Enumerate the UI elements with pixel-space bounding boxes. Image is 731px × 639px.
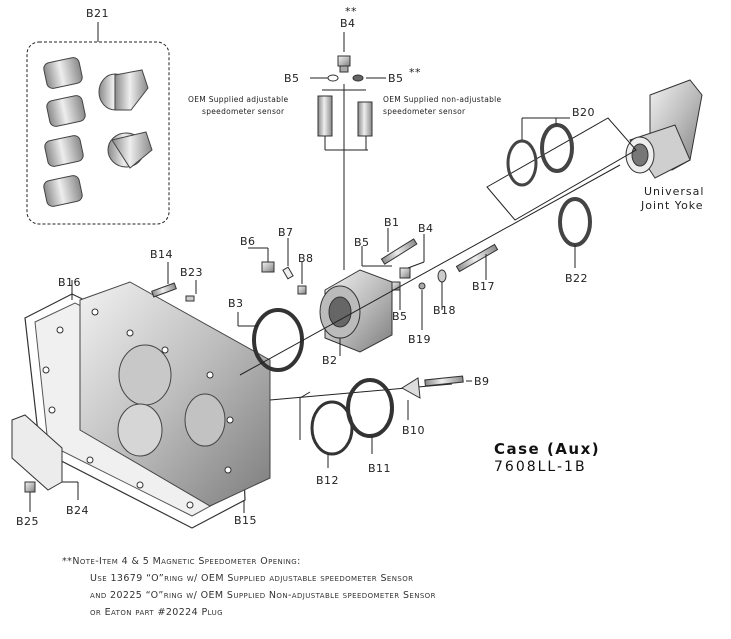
assembly-axis-lines: [239, 164, 621, 440]
part-number: 7608LL-1B: [494, 459, 587, 475]
label-b5-mid: B5: [354, 236, 370, 249]
label-b19: B19: [408, 333, 431, 346]
double-star-b5: **: [409, 66, 421, 79]
label-b21: B21: [86, 7, 109, 20]
label-b10: B10: [402, 424, 425, 437]
gasket-b3: [237, 308, 304, 372]
label-b7: B7: [278, 226, 294, 239]
diagram-title: Case (Aux): [494, 440, 601, 458]
label-b17: B17: [472, 280, 495, 293]
label-b24: B24: [66, 504, 89, 517]
oem-non-adjustable-line1: OEM Supplied non-adjustable: [383, 95, 502, 104]
label-b22: B22: [565, 272, 588, 285]
bearing-group: [486, 117, 637, 268]
label-b25: B25: [16, 515, 39, 528]
note-marker: **: [62, 556, 73, 567]
label-b8: B8: [298, 252, 314, 265]
small-fasteners: [151, 228, 499, 330]
note-line-3: and 20225 “O”ring w/ OEM Supplied Non-ad…: [90, 590, 436, 601]
oem-non-adjustable-line2: speedometer sensor: [383, 107, 466, 116]
universal-joint-line1: Universal: [644, 185, 704, 198]
label-b4-top: B4: [340, 17, 356, 30]
label-b11: B11: [368, 462, 391, 475]
note-line-1: **Note-Item 4 & 5 Magnetic Speedometer O…: [62, 553, 622, 570]
note-heading: Note-Item 4 & 5 Magnetic Speedometer Ope…: [72, 556, 301, 567]
label-b9: B9: [474, 375, 490, 388]
label-b1: B1: [384, 216, 400, 229]
label-b20: B20: [572, 106, 595, 119]
label-b14: B14: [150, 248, 173, 261]
main-case-housing: [24, 280, 271, 529]
label-b18: B18: [433, 304, 456, 317]
rear-gaskets: [310, 375, 472, 468]
part-labels: B21 B4 ** B5 B5 ** OEM Supplied adjustab…: [16, 5, 704, 528]
speedometer-sensor-group: [310, 32, 386, 270]
label-b5-left: B5: [284, 72, 300, 85]
diagram-title-block: Case (Aux) 7608LL-1B: [494, 440, 600, 475]
label-b4: B4: [418, 222, 434, 235]
cover-plate-and-plug: [11, 414, 79, 512]
note-line-4: or Eaton part #20224 Plug: [90, 607, 223, 618]
label-b5-right: B5: [388, 72, 404, 85]
label-b15: B15: [234, 514, 257, 527]
speedometer-note: **Note-Item 4 & 5 Magnetic Speedometer O…: [62, 553, 622, 621]
universal-joint-yoke: [625, 79, 703, 179]
label-b6: B6: [240, 235, 256, 248]
label-b16: B16: [58, 276, 81, 289]
label-b3: B3: [228, 297, 244, 310]
double-star-b4: **: [345, 5, 357, 18]
universal-joint-line2: Joint Yoke: [640, 199, 704, 212]
center-housing: [319, 269, 393, 356]
oem-adjustable-line2: speedometer sensor: [202, 107, 285, 116]
note-line-2: Use 13679 “O”ring w/ OEM Supplied adjust…: [90, 573, 414, 584]
bushing-kit-group: [26, 22, 170, 225]
oem-adjustable-line1: OEM Supplied adjustable: [188, 95, 289, 104]
label-b12: B12: [316, 474, 339, 487]
label-b23: B23: [180, 266, 203, 279]
label-b2: B2: [322, 354, 338, 367]
label-b5-low: B5: [392, 310, 408, 323]
